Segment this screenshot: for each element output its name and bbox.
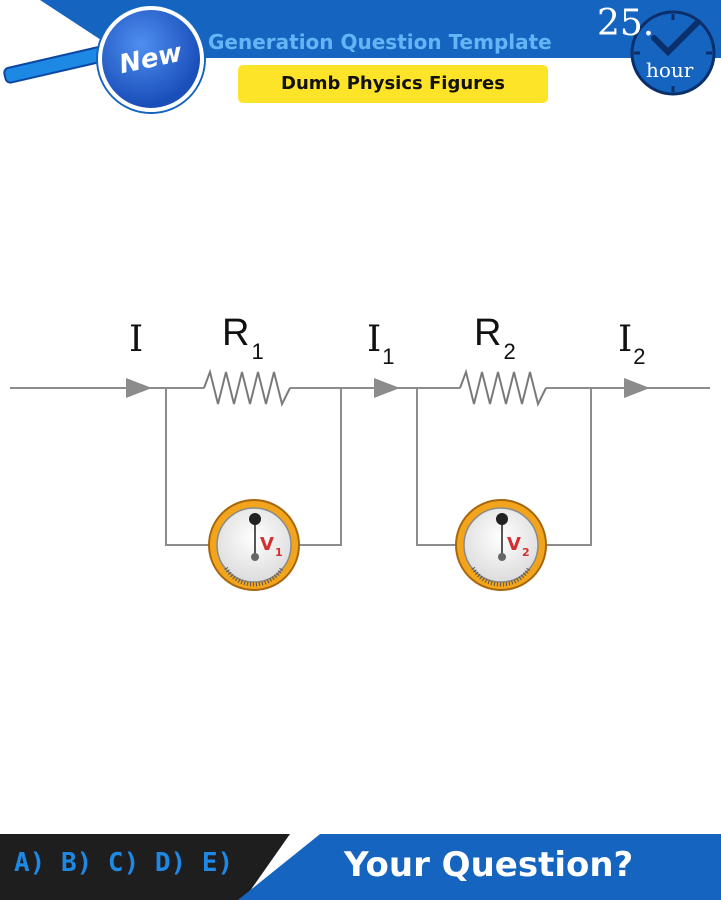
voltmeter-2-icon: [455, 499, 547, 591]
hour-number: 25.: [597, 3, 655, 44]
voltmeter-2-wire-right: [543, 388, 592, 546]
new-badge: New: [98, 6, 204, 112]
resistor-1-label: R1: [222, 312, 264, 364]
current-mid-label: I1: [367, 319, 394, 369]
subtitle-bar: Dumb Physics Figures: [238, 65, 548, 103]
current-out-arrow: [624, 378, 650, 398]
question-prompt: Your Question?: [344, 845, 634, 885]
current-in-arrow: [126, 378, 152, 398]
resistor-1: [203, 368, 291, 407]
footer-left-panel: [0, 834, 290, 900]
voltmeter-1-wire-right: [296, 388, 342, 546]
answer-options: A) B) C) D) E): [14, 848, 234, 878]
footer-right-panel: [238, 834, 721, 900]
resistor-2: [459, 368, 547, 407]
voltmeter-1-label: V1: [260, 534, 283, 559]
resistor-2-label: R2: [474, 312, 516, 364]
header: New Generation Question Template Dumb Ph…: [0, 0, 721, 120]
voltmeter-1-icon: [208, 499, 300, 591]
voltmeter-2-label: V2: [507, 534, 530, 559]
voltmeter-2-wire-left: [416, 388, 459, 546]
footer: A) B) C) D) E) Your Question?: [0, 834, 721, 900]
current-in-label: I: [129, 319, 143, 360]
subtitle-label: Dumb Physics Figures: [281, 73, 505, 94]
circuit-diagram: I R1 I1 R2 I2 V1 V2: [10, 312, 710, 591]
voltmeter-1-wire-left: [165, 388, 212, 546]
hour-label: hour: [646, 58, 694, 82]
header-title: Generation Question Template: [208, 30, 552, 54]
current-out-label: I2: [618, 319, 645, 369]
clock-icon: [630, 10, 716, 96]
current-mid-arrow: [374, 378, 400, 398]
